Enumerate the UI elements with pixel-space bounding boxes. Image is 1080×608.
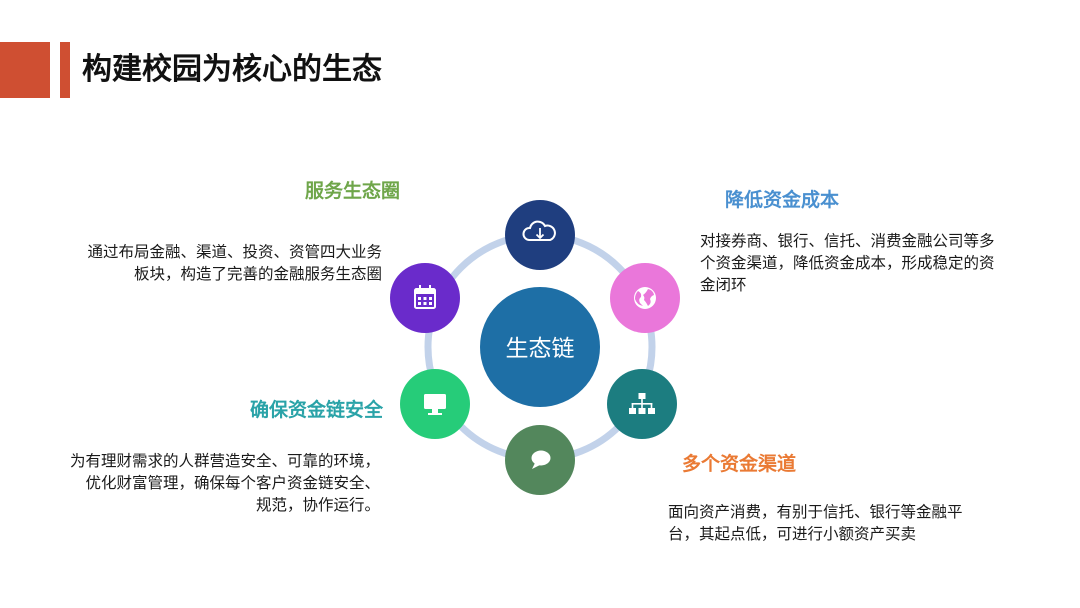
sitemap-icon: [629, 393, 655, 414]
service-ecosystem-heading: 服务生态圈: [304, 180, 400, 202]
node-chat: [505, 425, 575, 495]
page-title: 构建校园为核心的生态: [82, 52, 382, 87]
center-label: 生态链: [506, 336, 575, 362]
service-desc-line: 板块，构造了完善的金融服务生态圈: [133, 265, 382, 283]
node-sitemap: [607, 369, 677, 439]
globe-icon: [634, 287, 656, 309]
fund-safety-heading: 确保资金链安全: [249, 399, 383, 421]
reduce-cost-heading: 降低资金成本: [725, 189, 840, 211]
reduce-cost-desc: 对接券商、银行、信托、消费金融公司等多 个资金渠道，降低资金成本，形成稳定的资 …: [700, 230, 995, 296]
safety-desc-line: 为有理财需求的人群营造安全、可靠的环境，: [69, 452, 380, 470]
safety-desc-line: 优化财富管理，确保每个客户资金链安全、: [85, 474, 380, 492]
node-monitor: [400, 369, 470, 439]
cloud-download-icon: [522, 220, 556, 241]
center-circle: [480, 287, 600, 407]
fund-safety-desc: 为有理财需求的人群营造安全、可靠的环境， 优化财富管理，确保每个客户资金链安全、…: [70, 450, 380, 516]
cost-desc-line: 金闭环: [700, 276, 747, 294]
title-accent-block: [0, 42, 50, 98]
calendar-icon: [414, 285, 436, 309]
node-calendar: [390, 263, 460, 333]
channels-desc-line: 面向资产消费，有别于信托、银行等金融平: [668, 503, 963, 521]
multi-channel-heading: 多个资金渠道: [682, 453, 797, 475]
multi-channel-desc: 面向资产消费，有别于信托、银行等金融平 台，其起点低，可进行小额资产买卖: [668, 501, 963, 545]
channels-desc-line: 台，其起点低，可进行小额资产买卖: [668, 525, 917, 543]
node-globe: [610, 263, 680, 333]
service-ecosystem-desc: 通过布局金融、渠道、投资、资管四大业务 板块，构造了完善的金融服务生态圈: [87, 241, 382, 285]
chat-bubble-icon: [531, 450, 551, 469]
monitor-icon: [424, 394, 446, 415]
cost-desc-line: 对接券商、银行、信托、消费金融公司等多: [700, 232, 995, 250]
node-cloud-download: [505, 200, 575, 270]
safety-desc-line: 规范，协作运行。: [255, 496, 380, 514]
cost-desc-line: 个资金渠道，降低资金成本，形成稳定的资: [700, 254, 995, 272]
service-desc-line: 通过布局金融、渠道、投资、资管四大业务: [87, 243, 382, 261]
title-accent-line: [60, 42, 70, 98]
